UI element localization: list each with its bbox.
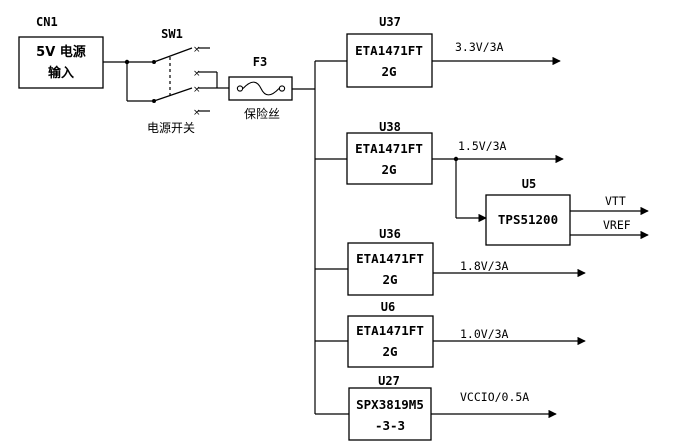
regulator-u37: U37 ETA1471FT 2G 3.3V/3A [315, 15, 561, 88]
regulator-ref: U37 [379, 15, 401, 29]
connector-ref: CN1 [36, 15, 58, 29]
ddr-termination-u5: U5 TPS51200 VTT VREF [485, 177, 649, 246]
svg-text:×: × [193, 108, 201, 118]
connector-to-switch-wires [103, 59, 152, 102]
switch-caption: 电源开关 [147, 121, 195, 135]
regulator-part: ETA1471FT [355, 141, 423, 156]
regulator-output: 1.5V/3A [458, 139, 507, 153]
fuse-ref: F3 [253, 55, 267, 69]
regulator-part-suffix: 2G [381, 64, 396, 79]
ddr-output-vref: VREF [603, 218, 631, 232]
regulator-output: 1.0V/3A [460, 327, 509, 341]
regulator-u38: U38 ETA1471FT 2G 1.5V/3A [315, 120, 564, 223]
regulator-ref: U27 [378, 374, 400, 388]
connector-box [18, 36, 104, 89]
regulator-output: 1.8V/3A [460, 259, 509, 273]
regulator-part-suffix: 2G [382, 272, 397, 287]
main-bus [292, 61, 316, 414]
svg-text:×: × [193, 85, 201, 95]
regulator-ref: U38 [379, 120, 401, 134]
regulator-part-suffix: -3-3 [375, 418, 405, 433]
regulator-part: ETA1471FT [355, 43, 423, 58]
regulator-output: 3.3V/3A [455, 40, 504, 54]
fuse-caption: 保险丝 [244, 106, 280, 121]
regulator-ref: U36 [379, 227, 401, 241]
regulator-part: ETA1471FT [356, 251, 424, 266]
ddr-ref: U5 [522, 177, 536, 191]
svg-text:×: × [193, 45, 201, 55]
switch-symbol: × × × × [152, 45, 210, 118]
connector-label-line1: 5V 电源 [36, 44, 86, 60]
regulator-part-suffix: 2G [382, 344, 397, 359]
regulator-u36: U36 ETA1471FT 2G 1.8V/3A [315, 227, 586, 296]
ddr-output-vtt: VTT [605, 194, 626, 208]
regulator-part: SPX3819M5 [356, 397, 424, 412]
switch-ref: SW1 [161, 27, 183, 41]
switch-to-fuse-wires [210, 71, 229, 89]
ddr-part: TPS51200 [498, 212, 558, 227]
regulator-u27: U27 SPX3819M5 -3-3 VCCIO/0.5A [315, 374, 557, 441]
svg-text:×: × [193, 69, 201, 79]
connector-label-line2: 输入 [48, 65, 74, 81]
regulator-output: VCCIO/0.5A [460, 390, 529, 404]
regulator-part-suffix: 2G [381, 162, 396, 177]
regulator-part: ETA1471FT [356, 323, 424, 338]
fuse-symbol [236, 81, 286, 96]
regulator-u6: U6 ETA1471FT 2G 1.0V/3A [315, 300, 586, 368]
regulator-ref: U6 [381, 300, 395, 314]
